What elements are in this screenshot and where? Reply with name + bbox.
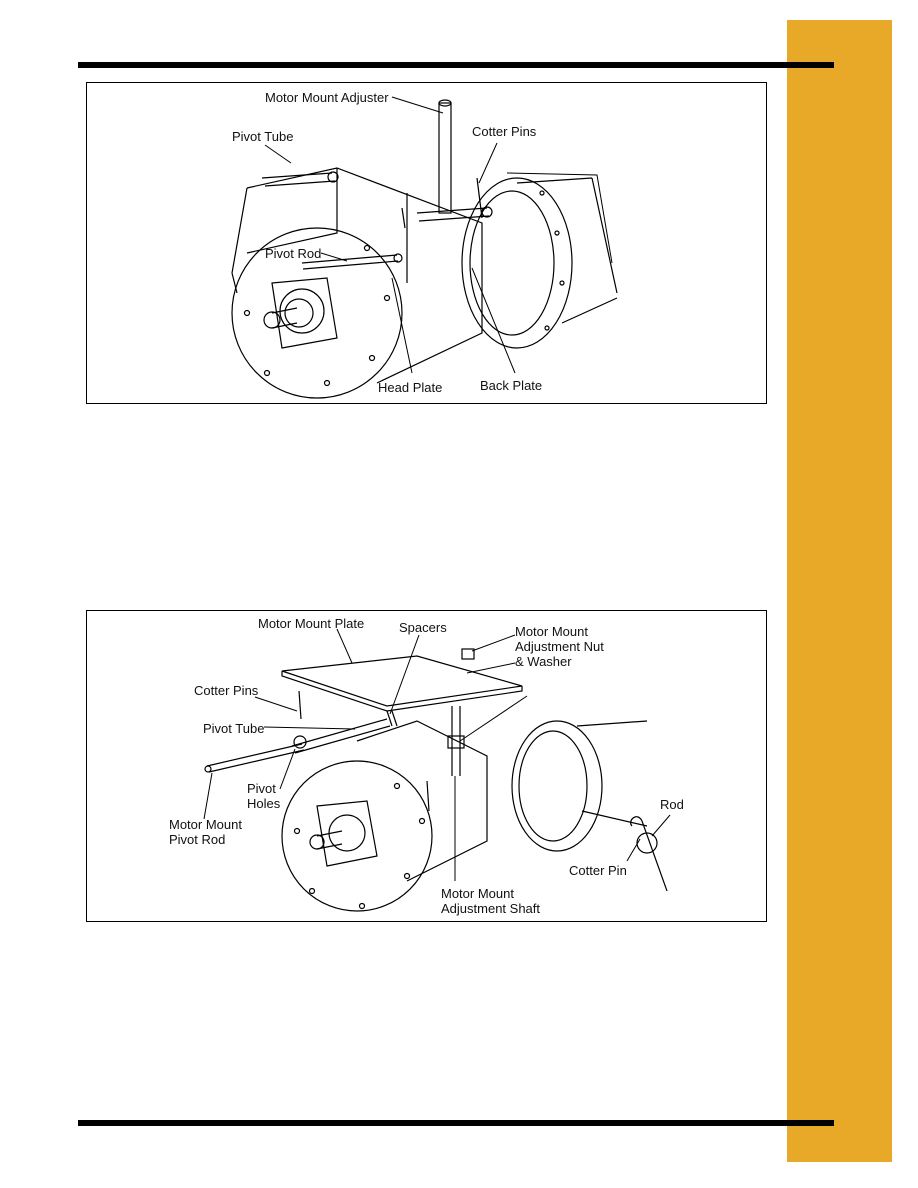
footer-rule [78,1120,834,1126]
label-cotter-pins: Cotter Pins [194,683,259,698]
label-pivot-holes: Pivot Holes [247,781,281,811]
label-pivot-tube: Pivot Tube [232,129,294,144]
figure-motor-mount-plate-assembly: Motor Mount Plate Spacers Motor Mount Ad… [86,610,767,922]
label-adjustment-nut-washer: Motor Mount Adjustment Nut & Washer [515,624,604,669]
label-motor-mount-plate: Motor Mount Plate [258,616,365,631]
figure-motor-mount-assembly: Motor Mount Adjuster Pivot Tube Cotter P… [86,82,767,404]
label-pivot-rod: Pivot Rod [265,246,322,261]
label-cotter-pins: Cotter Pins [472,124,537,139]
label-cotter-pin: Cotter Pin [569,863,627,878]
label-rod: Rod [660,797,684,812]
label-pivot-tube: Pivot Tube [203,721,265,736]
motor-mount-drawing [231,96,618,399]
section-tab [787,20,892,1162]
label-back-plate: Back Plate [480,378,543,393]
label-spacers: Spacers [399,620,447,635]
motor-mount-plate-drawing [203,628,671,912]
label-adjustment-shaft: Motor Mount Adjustment Shaft [441,886,540,916]
label-motor-mount-adjuster: Motor Mount Adjuster [265,90,389,105]
header-rule [78,62,834,68]
label-head-plate: Head Plate [378,380,443,395]
label-motor-mount-pivot-rod: Motor Mount Pivot Rod [169,817,242,847]
